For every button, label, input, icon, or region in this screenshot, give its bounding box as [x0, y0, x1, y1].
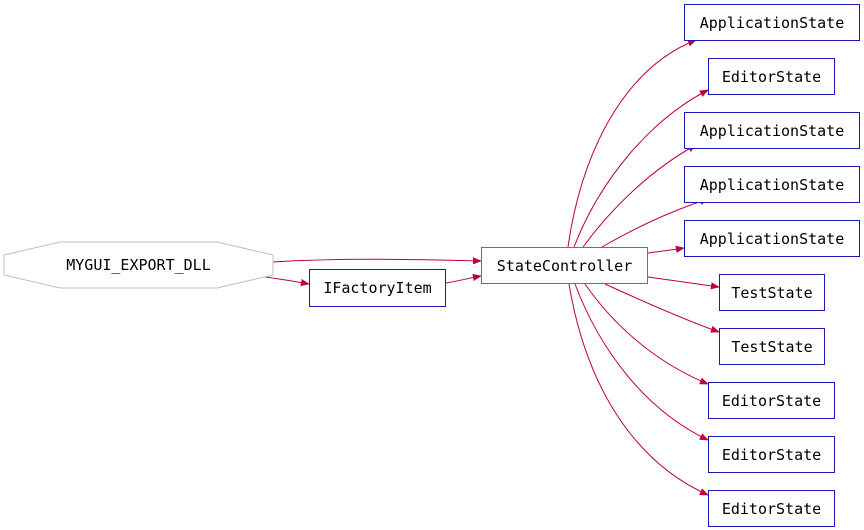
node-label: TestState: [731, 337, 813, 356]
node-label: ApplicationState: [699, 229, 845, 248]
node-label: ApplicationState: [699, 13, 845, 32]
edge-ifactory-controller: [445, 273, 482, 284]
edge-controller-test1: [647, 276, 720, 290]
node-editorstate-4[interactable]: EditorState: [708, 490, 835, 527]
node-applicationstate-4[interactable]: ApplicationState: [684, 220, 860, 257]
edge-controller-app4: [647, 245, 685, 254]
node-mygui-export-dll[interactable]: MYGUI_EXPORT_DLL: [4, 242, 273, 288]
edge-controller-app1: [567, 39, 697, 248]
node-label: MYGUI_EXPORT_DLL: [66, 256, 211, 274]
edge-controller-editor1: [573, 89, 709, 248]
node-label: ApplicationState: [699, 175, 845, 194]
node-label: ApplicationState: [699, 121, 845, 140]
node-editorstate-2[interactable]: EditorState: [708, 382, 835, 419]
edge-controller-editor2: [584, 283, 709, 385]
edge-controller-app3: [601, 198, 709, 248]
node-applicationstate-3[interactable]: ApplicationState: [684, 166, 860, 203]
node-label: StateController: [496, 256, 633, 275]
node-teststate-2[interactable]: TestState: [719, 328, 825, 365]
node-applicationstate-1[interactable]: ApplicationState: [684, 4, 860, 41]
node-label: EditorState: [721, 391, 822, 410]
node-label: EditorState: [721, 445, 822, 464]
edge-controller-app2: [582, 144, 697, 248]
edge-mygui-controller: [271, 257, 482, 265]
node-teststate-1[interactable]: TestState: [719, 274, 825, 311]
edge-controller-editor3: [574, 283, 709, 441]
node-editorstate-1[interactable]: EditorState: [708, 58, 835, 95]
node-label: IFactoryItem: [323, 279, 432, 297]
node-editorstate-3[interactable]: EditorState: [708, 436, 835, 473]
node-ifactoryitem[interactable]: IFactoryItem: [309, 269, 446, 307]
node-label: TestState: [731, 283, 813, 302]
edge-controller-test2: [604, 283, 720, 333]
node-label: EditorState: [721, 499, 822, 518]
node-applicationstate-2[interactable]: ApplicationState: [684, 112, 860, 149]
node-label: EditorState: [721, 67, 822, 86]
edge-controller-editor4: [568, 283, 709, 496]
node-statecontroller[interactable]: StateController: [481, 247, 648, 284]
